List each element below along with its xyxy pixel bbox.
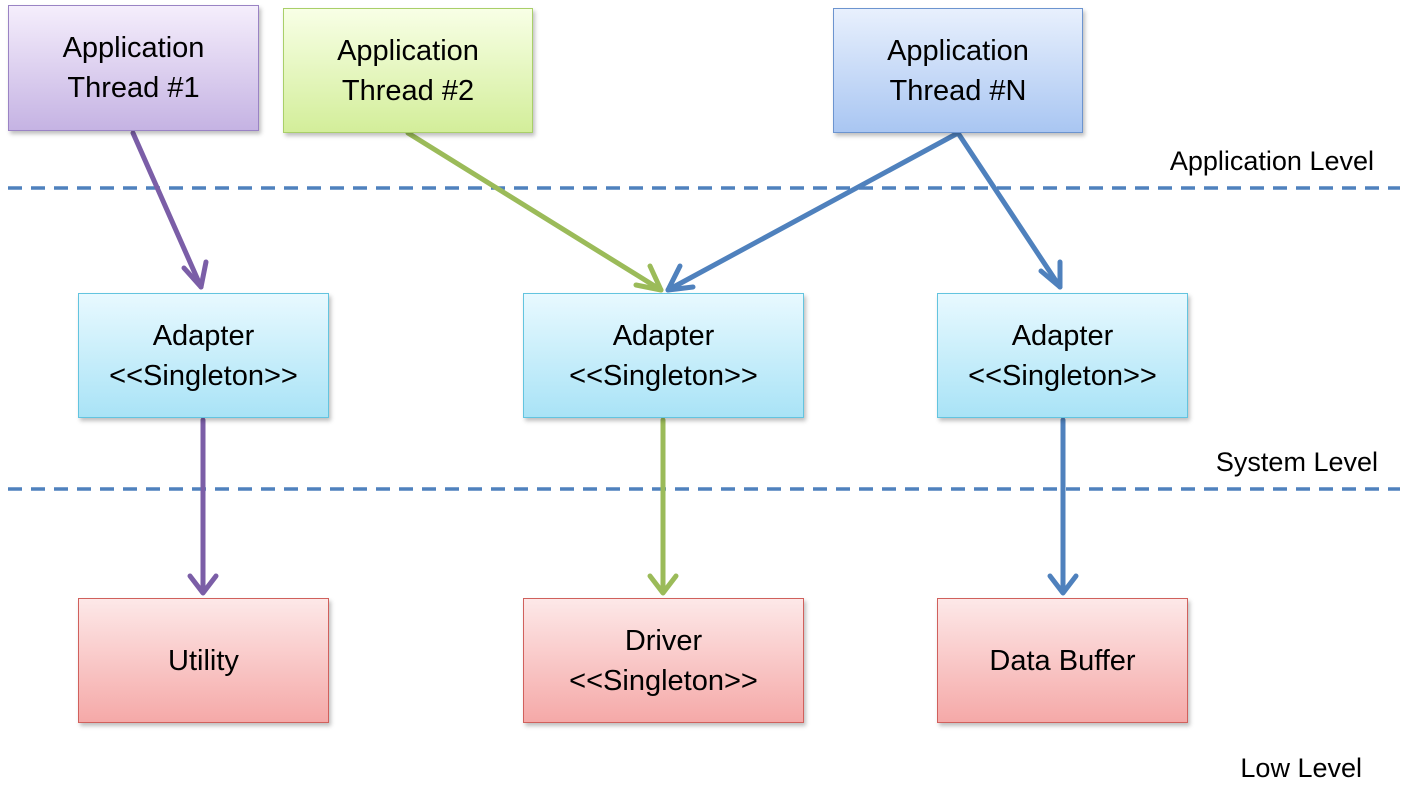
adapter-3-line2: <<Singleton>>	[968, 359, 1157, 392]
driver-line2: <<Singleton>>	[569, 664, 758, 697]
application-thread-1-box: Application Thread #1	[8, 5, 259, 131]
data-buffer-box: Data Buffer	[937, 598, 1188, 723]
system-level-label: System Level	[1215, 447, 1378, 477]
application-level-label: Application Level	[1169, 146, 1374, 176]
utility-label: Utility	[168, 644, 239, 677]
arrow-thread2-to-adapter2	[405, 130, 664, 293]
thread-n-line2: Thread #N	[889, 74, 1027, 107]
arrow-adapter2-to-driver	[647, 417, 679, 596]
adapter-box-3: Adapter <<Singleton>>	[937, 293, 1188, 418]
adapter-1-line2: <<Singleton>>	[109, 359, 298, 392]
arrow-adapter1-to-utility	[187, 417, 219, 596]
thread-2-line2: Thread #2	[341, 74, 475, 107]
thread-1-line1: Application	[62, 32, 205, 64]
driver-box: Driver <<Singleton>>	[523, 598, 804, 723]
thread-2-line1: Application	[337, 34, 479, 67]
thread-1-line2: Thread #1	[67, 72, 200, 104]
arrow-threadN-to-adapter2	[665, 130, 961, 293]
adapter-box-2: Adapter <<Singleton>>	[523, 293, 804, 418]
low-level-label: Low Level	[1240, 753, 1362, 783]
thread-n-line1: Application	[887, 34, 1029, 67]
arrow-adapter3-to-databuffer	[1047, 417, 1079, 596]
adapter-3-line1: Adapter	[1011, 319, 1114, 352]
adapter-2-line2: <<Singleton>>	[569, 359, 758, 392]
arrow-thread1-to-adapter1	[130, 130, 209, 290]
data-buffer-label: Data Buffer	[989, 644, 1136, 677]
adapter-2-line1: Adapter	[612, 319, 715, 352]
adapter-box-1: Adapter <<Singleton>>	[78, 293, 329, 418]
utility-box: Utility	[78, 598, 329, 723]
application-thread-2-box: Application Thread #2	[283, 8, 533, 133]
application-thread-n-box: Application Thread #N	[833, 8, 1083, 133]
driver-line1: Driver	[624, 624, 703, 657]
arrow-threadN-to-adapter3	[955, 130, 1063, 290]
adapter-1-line1: Adapter	[152, 319, 255, 352]
